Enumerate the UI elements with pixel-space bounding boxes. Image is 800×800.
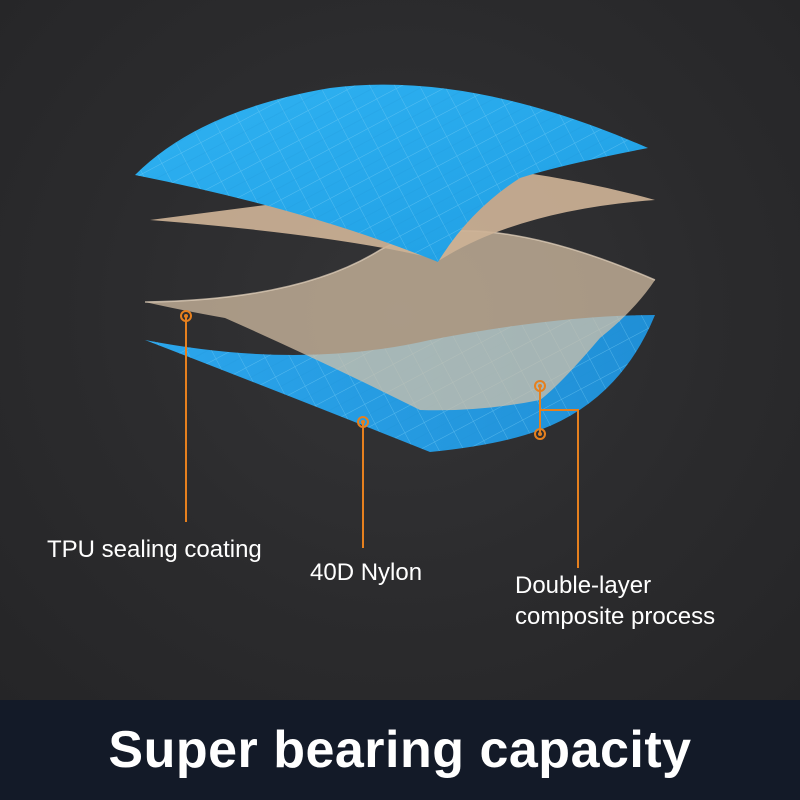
label-double-layer: Double-layer composite process (515, 570, 715, 632)
tpu-layer (144, 230, 656, 411)
callout-nylon (357, 416, 369, 548)
label-40d-nylon: 40D Nylon (310, 559, 423, 586)
layer-illustration (135, 84, 656, 568)
top-nylon-layer (135, 84, 648, 262)
callout-tpu (180, 310, 192, 522)
footer-banner: Super bearing capacity (0, 700, 800, 800)
callout-double-layer (534, 380, 579, 568)
diagram-scene: TPU sealing coating 40D Nylon Double-lay… (0, 0, 800, 700)
label-tpu-sealing-coating: TPU sealing coating (47, 536, 262, 563)
label-double-layer-line1: Double-layer (515, 572, 652, 599)
label-double-layer-line2: composite process (515, 603, 716, 630)
footer-title: Super bearing capacity (108, 721, 692, 779)
